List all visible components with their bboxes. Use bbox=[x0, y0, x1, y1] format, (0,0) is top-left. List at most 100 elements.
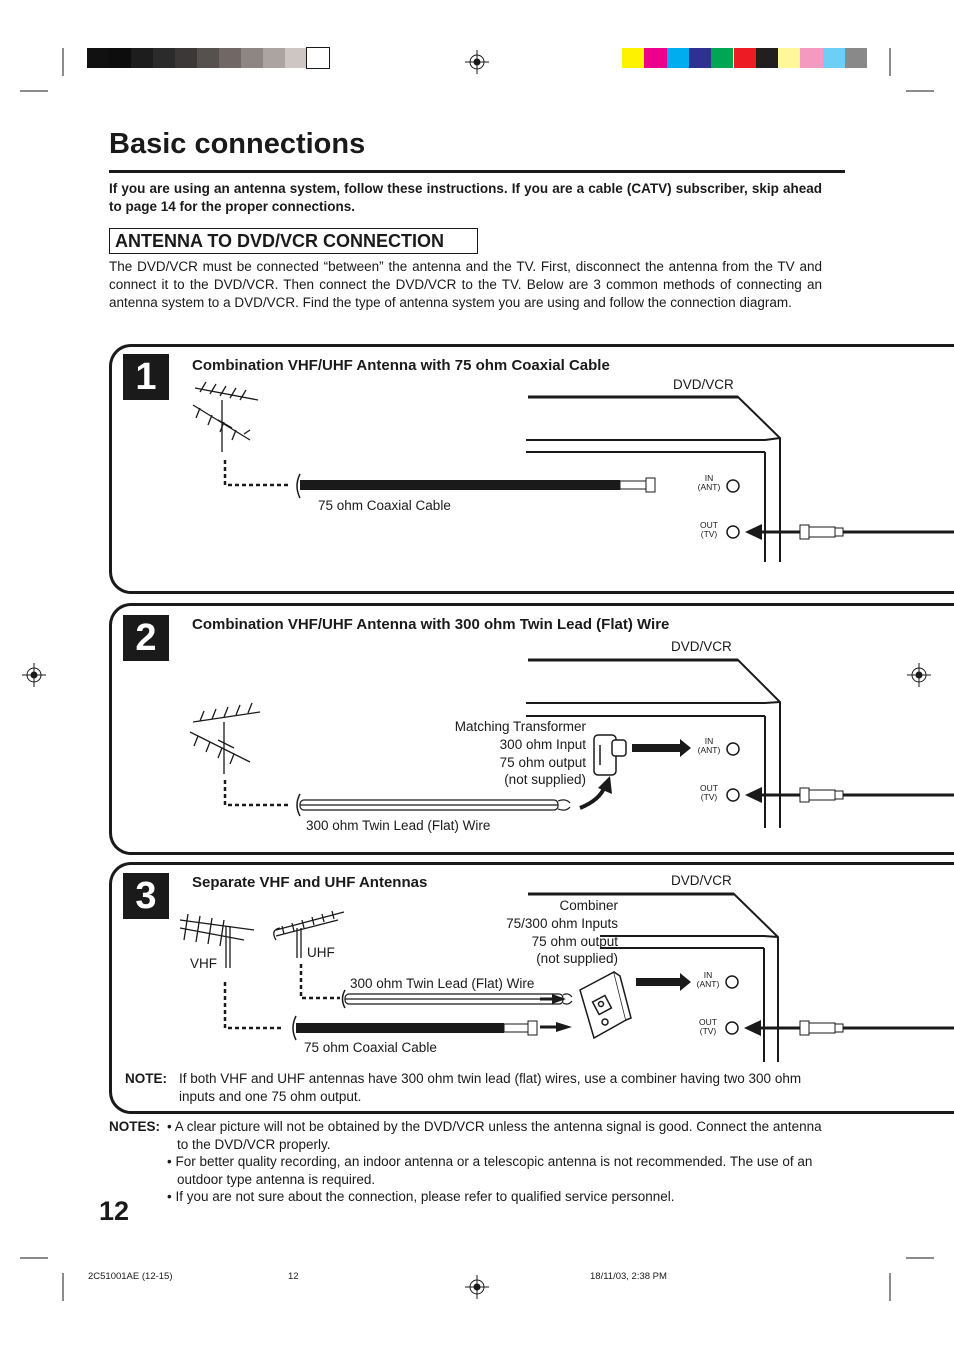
uhf-antenna-icon bbox=[273, 910, 345, 958]
title-rule bbox=[109, 170, 845, 173]
color-swatch bbox=[306, 47, 330, 69]
color-swatch bbox=[153, 48, 175, 68]
color-swatch bbox=[109, 48, 131, 68]
color-swatch bbox=[644, 48, 667, 68]
registration-mark-top bbox=[465, 50, 489, 74]
color-swatch bbox=[711, 48, 734, 68]
out-tv-jack bbox=[725, 1021, 739, 1035]
vhf-antenna-icon bbox=[179, 913, 255, 968]
footer-left: 2C51001AE (12-15) bbox=[88, 1271, 173, 1282]
twin-lead-wire bbox=[344, 993, 573, 1005]
color-swatch bbox=[197, 48, 219, 68]
panel-1-cable-label: 75 ohm Coaxial Cable bbox=[318, 498, 451, 513]
antenna-icon bbox=[192, 381, 259, 452]
uhf-lead-dotted bbox=[299, 964, 340, 1000]
in-arrow bbox=[632, 739, 691, 757]
color-swatch bbox=[285, 48, 307, 68]
in-ant-jack bbox=[725, 975, 739, 989]
tv-cable-arrow bbox=[744, 1020, 954, 1036]
coax-cable-body bbox=[296, 1023, 504, 1033]
panel-2-cable-label: 300 ohm Twin Lead (Flat) Wire bbox=[306, 818, 491, 833]
footer-right: 18/11/03, 2:38 PM bbox=[590, 1271, 667, 1282]
combiner-icon bbox=[579, 970, 632, 1040]
notes-block: NOTES: • A clear picture will not be obt… bbox=[109, 1118, 825, 1206]
step-number-1: 1 bbox=[123, 354, 169, 400]
panel-1-out-label: OUT(TV) bbox=[700, 520, 718, 539]
color-swatch bbox=[219, 48, 241, 68]
color-swatch bbox=[263, 48, 285, 68]
color-swatch bbox=[733, 48, 756, 68]
panel-1-device-label: DVD/VCR bbox=[673, 377, 734, 392]
color-swatch bbox=[845, 48, 868, 68]
coax-connector bbox=[503, 1023, 529, 1033]
panel-2-device-label: DVD/VCR bbox=[671, 639, 732, 654]
panel-3-out-label: OUT(TV) bbox=[699, 1017, 717, 1036]
panel-3-twin-label: 300 ohm Twin Lead (Flat) Wire bbox=[350, 976, 535, 991]
intro-text: If you are using an antenna system, foll… bbox=[109, 181, 822, 214]
color-swatch bbox=[755, 48, 779, 68]
color-swatch bbox=[241, 48, 263, 68]
page-title: Basic connections bbox=[109, 128, 366, 160]
color-swatch bbox=[87, 48, 109, 68]
antenna-lead-dotted bbox=[223, 460, 290, 487]
panel-1-title: Combination VHF/UHF Antenna with 75 ohm … bbox=[192, 357, 610, 374]
in-arrow bbox=[636, 973, 691, 991]
panel-1-in-label: IN(ANT) bbox=[697, 473, 721, 492]
panel-2-out-label: OUT(TV) bbox=[700, 783, 718, 802]
color-swatch bbox=[822, 48, 845, 68]
panel-3-device-label: DVD/VCR bbox=[671, 873, 732, 888]
out-tv-jack bbox=[726, 788, 740, 802]
step-number-2: 2 bbox=[123, 615, 169, 661]
coax-cable bbox=[296, 473, 301, 499]
panel-2-title: Combination VHF/UHF Antenna with 300 ohm… bbox=[192, 616, 670, 633]
registration-mark-left bbox=[22, 663, 46, 687]
body-text: The DVD/VCR must be connected “between” … bbox=[109, 259, 822, 310]
registration-mark-bottom bbox=[465, 1275, 489, 1299]
tv-cable-arrow bbox=[745, 524, 954, 540]
panel-3-note-label: NOTE: bbox=[125, 1071, 167, 1086]
notes-item-1: • A clear picture will not be obtained b… bbox=[167, 1119, 822, 1152]
color-swatch bbox=[778, 48, 801, 68]
panel-3-note: NOTE: If both VHF and UHF antennas have … bbox=[125, 1070, 825, 1105]
panel-3-note-text: If both VHF and UHF antennas have 300 oh… bbox=[179, 1071, 802, 1104]
matching-transformer-icon bbox=[593, 734, 627, 776]
notes-item-2: • For better quality recording, an indoo… bbox=[167, 1154, 813, 1187]
panel-1 bbox=[109, 344, 954, 594]
color-swatch bbox=[175, 48, 197, 68]
step-number-3: 3 bbox=[123, 873, 169, 919]
notes-item-3: • If you are not sure about the connecti… bbox=[167, 1189, 675, 1204]
panel-3 bbox=[109, 862, 954, 1114]
dvd-vcr-outline bbox=[526, 396, 781, 562]
panel-2-in-label: IN(ANT) bbox=[697, 736, 721, 755]
coax-cable-body bbox=[300, 480, 620, 490]
antenna-icon bbox=[189, 702, 261, 774]
color-swatch bbox=[688, 48, 712, 68]
page-number: 12 bbox=[99, 1196, 130, 1226]
uhf-label: UHF bbox=[307, 945, 335, 960]
panel-3-in-label: IN(ANT) bbox=[696, 970, 720, 989]
panel-3-title: Separate VHF and UHF Antennas bbox=[192, 874, 428, 891]
color-swatch bbox=[622, 48, 645, 68]
registration-mark-right bbox=[907, 663, 931, 687]
footer-center: 12 bbox=[288, 1271, 299, 1282]
twin-lead-wire bbox=[299, 799, 571, 811]
vhf-label: VHF bbox=[190, 956, 217, 971]
notes-label: NOTES: bbox=[109, 1119, 161, 1134]
dvd-vcr-outline bbox=[526, 659, 781, 828]
in-ant-jack bbox=[726, 742, 740, 756]
dvd-vcr-outline bbox=[528, 893, 779, 1062]
antenna-lead-dotted bbox=[223, 780, 290, 807]
tv-cable-arrow bbox=[745, 787, 954, 803]
color-swatch bbox=[131, 48, 153, 68]
color-swatch bbox=[800, 48, 823, 68]
color-swatch bbox=[666, 48, 689, 68]
panel-3-coax-label: 75 ohm Coaxial Cable bbox=[304, 1040, 437, 1055]
panel-2 bbox=[109, 603, 954, 855]
out-tv-jack bbox=[726, 525, 740, 539]
